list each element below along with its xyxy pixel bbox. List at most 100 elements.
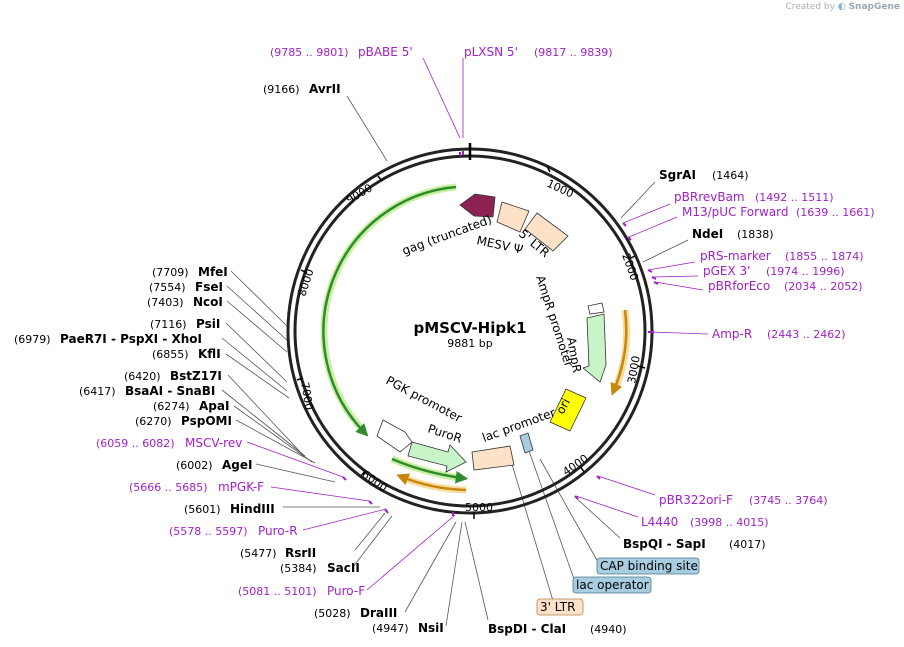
paer7i-pos: (6979) bbox=[14, 333, 51, 346]
pgex3-name: pGEX 3' bbox=[703, 264, 750, 278]
nsii-pos: (4947) bbox=[372, 622, 409, 635]
tick-label-2000: 2000 bbox=[619, 252, 641, 283]
prsmarker-name: pRS-marker bbox=[700, 249, 771, 263]
bspqi-pos: (4017) bbox=[729, 538, 766, 551]
rsrii-pos: (5477) bbox=[240, 547, 277, 560]
credit-brand: SnapGene bbox=[848, 2, 900, 12]
avrii-name: AvrII bbox=[309, 82, 341, 96]
cap-box-label: CAP binding site bbox=[600, 559, 698, 573]
plasmid-length: 9881 bp bbox=[447, 337, 492, 350]
plxsn5-pos: (9817 .. 9839) bbox=[534, 46, 613, 59]
tick-labels: 1000 2000 3000 4000 5000 6000 7000 8000 … bbox=[295, 177, 642, 514]
ori-label: ori bbox=[553, 396, 573, 416]
pbr322ori-pos: (3745 .. 3764) bbox=[749, 494, 828, 507]
plasmid-name: pMSCV-Hipk1 bbox=[413, 319, 526, 337]
kfli-name: KflI bbox=[198, 347, 221, 361]
pbr322ori-name: pBR322ori-F bbox=[659, 493, 733, 507]
mfei-name: MfeI bbox=[198, 265, 228, 279]
bsaai-name: BsaAI - SnaBI bbox=[125, 384, 215, 398]
bstz17i-pos: (6420) bbox=[124, 370, 161, 383]
ampr-primer-name: Amp-R bbox=[712, 327, 752, 341]
bspqi-name: BspQI - SapI bbox=[623, 537, 706, 551]
bspqi-name2: SapI bbox=[676, 537, 706, 551]
bspdi-name: BspDI - ClaI bbox=[488, 622, 566, 636]
psii-pos: (7116) bbox=[150, 318, 187, 331]
hindiii-name: HindIII bbox=[230, 502, 275, 516]
mesv-psi-feature bbox=[496, 201, 530, 233]
lac-promoter-label: lac promoter bbox=[480, 405, 557, 444]
tick-label-7000: 7000 bbox=[298, 381, 316, 411]
pgk-promoter-label: PGK promoter bbox=[384, 373, 465, 425]
apai-name: ApaI bbox=[199, 399, 229, 413]
feature-shapes bbox=[376, 193, 607, 473]
mscvrev-name: MSCV-rev bbox=[185, 436, 242, 450]
plxsn5-name: pLXSN 5' bbox=[464, 45, 518, 59]
bspdi-name1: BspDI bbox=[488, 622, 527, 636]
snapgene-credit: Created by ◐ SnapGene bbox=[785, 2, 900, 12]
puror-label: PuroR bbox=[426, 422, 464, 446]
leader-lines bbox=[221, 57, 709, 627]
pgex3-pos: (1974 .. 1996) bbox=[766, 265, 845, 278]
mpgkf-pos: (5666 .. 5685) bbox=[129, 481, 208, 494]
l4440-name: L4440 bbox=[641, 515, 678, 529]
puror-primer-name: Puro-R bbox=[258, 524, 298, 538]
feature-arcs bbox=[320, 183, 630, 494]
rsrii-name: RsrII bbox=[285, 546, 316, 560]
paer7i-name2: PspXI bbox=[120, 332, 158, 346]
apai-pos: (6274) bbox=[153, 400, 190, 413]
primer-marks bbox=[342, 151, 659, 516]
ori-feature bbox=[549, 388, 587, 432]
gag-orf-arc bbox=[322, 185, 457, 437]
agei-pos: (6002) bbox=[176, 459, 213, 472]
mscvrev-pos: (6059 .. 6082) bbox=[96, 437, 175, 450]
draiii-pos: (5028) bbox=[314, 607, 351, 620]
purof-name: Puro-F bbox=[327, 584, 365, 598]
lac-promoter-feature bbox=[471, 445, 515, 471]
bsaai-name2: SnaBI bbox=[176, 384, 215, 398]
pbabe5-name: pBABE 5' bbox=[358, 45, 413, 59]
paer7i-name3: XhoI bbox=[172, 332, 203, 346]
scale-ticks bbox=[296, 165, 646, 519]
ncoi-pos: (7403) bbox=[147, 296, 184, 309]
tick-label-3000: 3000 bbox=[625, 355, 643, 385]
tick-label-5000: 5000 bbox=[465, 501, 493, 514]
puro-reverse-arc bbox=[396, 473, 467, 492]
ampr-primer-pos: (2443 .. 2462) bbox=[767, 328, 846, 341]
pbabe5-pos: (9785 .. 9801) bbox=[270, 46, 349, 59]
pgk-promoter-feature bbox=[376, 419, 413, 453]
tick-label-4000: 4000 bbox=[560, 452, 590, 479]
bsaai-pos: (6417) bbox=[79, 385, 116, 398]
lac-operator-box bbox=[572, 576, 652, 594]
ncoi-name: NcoI bbox=[193, 295, 223, 309]
bsaai-name1: BsaAI bbox=[125, 384, 163, 398]
pbrrevbam-pos: (1492 .. 1511) bbox=[755, 191, 834, 204]
sgrai-name: SgrAI bbox=[659, 168, 696, 182]
bstz17i-name: BstZ17I bbox=[170, 369, 222, 383]
sacii-name: SacII bbox=[327, 561, 360, 575]
hindiii-pos: (5601) bbox=[184, 503, 221, 516]
snapgene-logo-icon: ◐ bbox=[837, 2, 846, 12]
pbrforeco-pos: (2034 .. 2052) bbox=[784, 280, 863, 293]
sgrai-pos: (1464) bbox=[712, 169, 749, 182]
sacii-pos: (5384) bbox=[280, 562, 317, 575]
ndei-pos: (1838) bbox=[737, 228, 774, 241]
mfei-pos: (7709) bbox=[152, 266, 189, 279]
bspdi-name2: ClaI bbox=[541, 622, 566, 636]
ampr-feature bbox=[582, 313, 607, 383]
draiii-name: DraIII bbox=[360, 606, 397, 620]
ampr-promoter-feature bbox=[587, 302, 605, 315]
ndei-name: NdeI bbox=[692, 227, 723, 241]
puror-primer-pos: (5578 .. 5597) bbox=[169, 525, 248, 538]
gag-orf-arc-glow bbox=[320, 183, 457, 430]
ltr5-feature bbox=[524, 212, 569, 252]
avrii-pos: (9166) bbox=[263, 83, 300, 96]
agei-name: AgeI bbox=[222, 458, 252, 472]
cap-box bbox=[596, 557, 700, 575]
l4440-pos: (3998 .. 4015) bbox=[690, 516, 769, 529]
ltr3-box bbox=[536, 598, 584, 616]
nsii-name: NsiI bbox=[418, 621, 444, 635]
psii-name: PsiI bbox=[196, 317, 220, 331]
mpgkf-name: mPGK-F bbox=[218, 480, 264, 494]
fsei-name: FseI bbox=[195, 280, 223, 294]
